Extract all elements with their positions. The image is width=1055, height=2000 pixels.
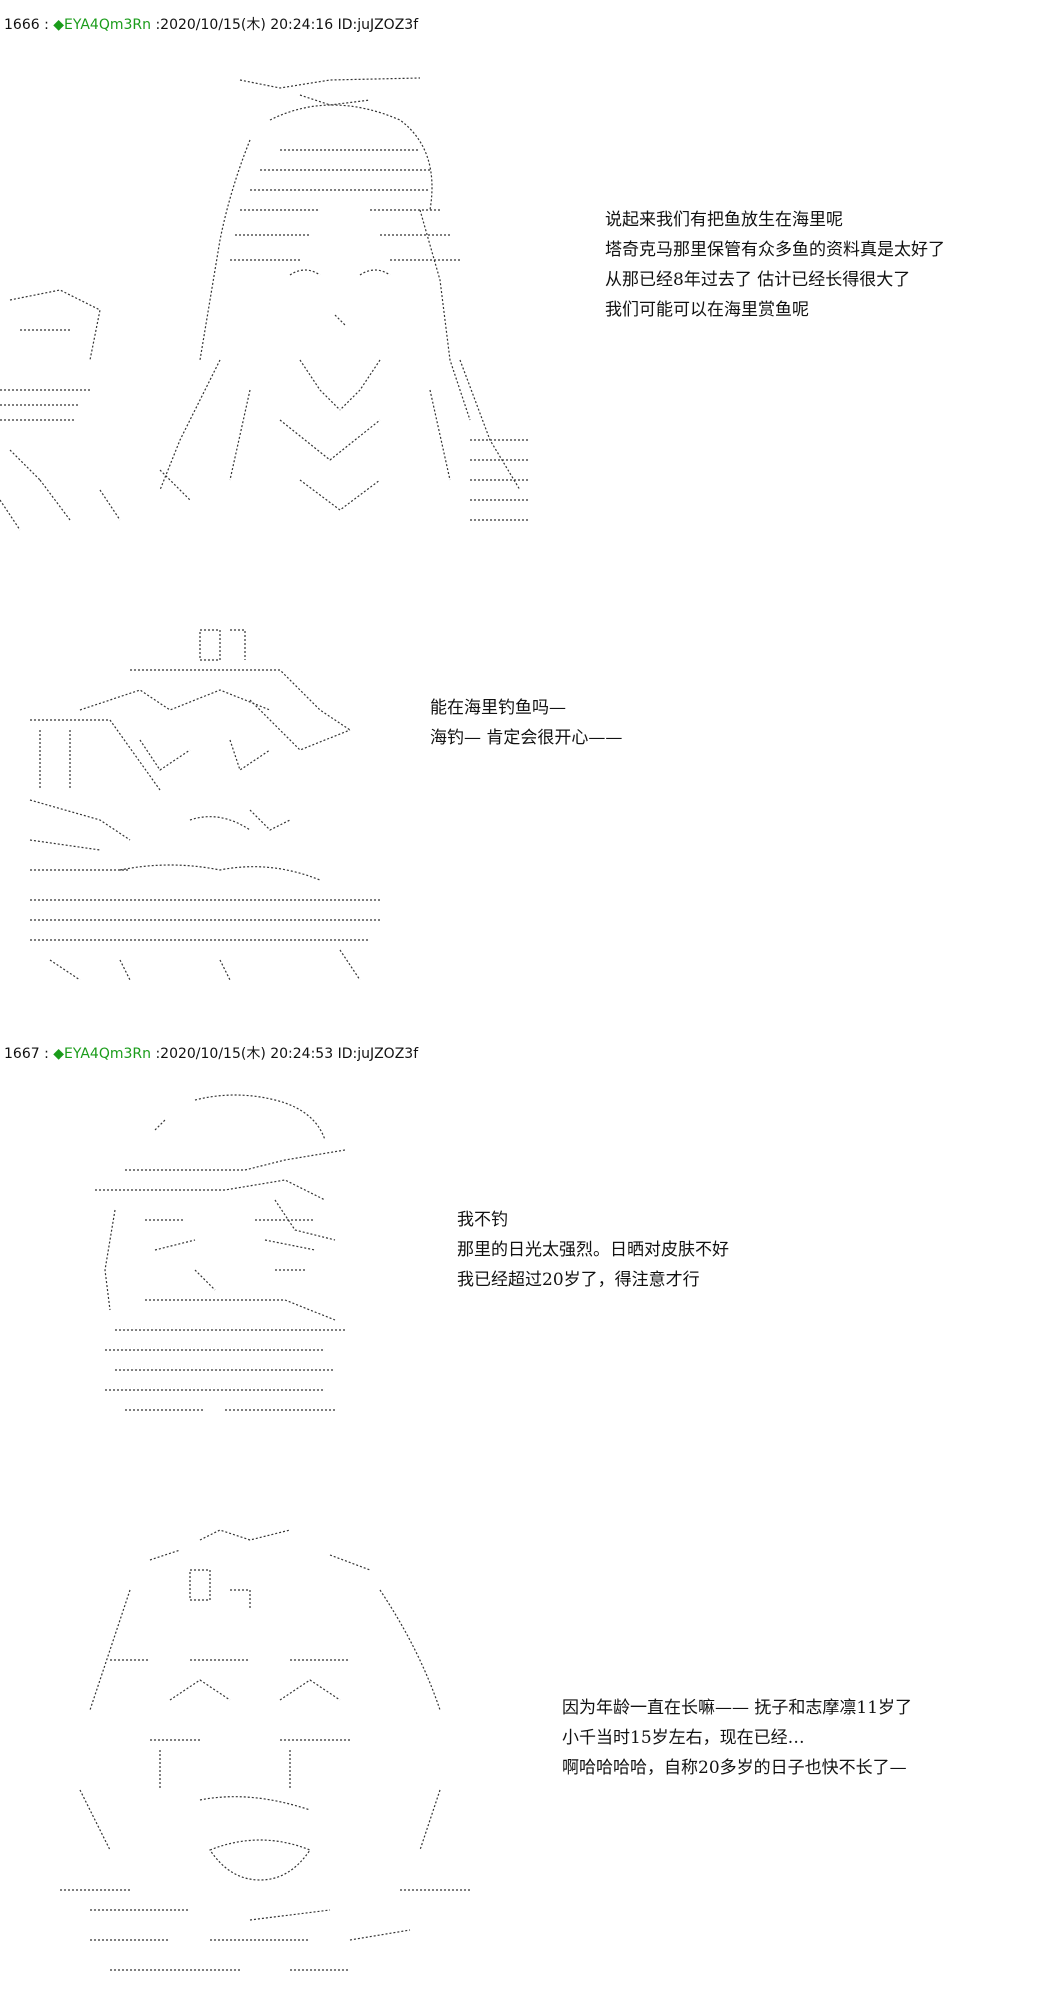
dialog-line: 啊哈哈哈哈，自称20多岁的日子也快不长了— <box>562 1758 907 1778</box>
ascii-art-girl-with-cap <box>85 1090 365 1430</box>
dialog-line: 我们可能可以在海里赏鱼呢 <box>605 300 809 320</box>
dialog-1667-b: 因为年龄一直在长嘛—— 抚子和志摩凛11岁了 小千当时15岁左右，现在已经… 啊… <box>562 1693 912 1783</box>
dialog-line: 海钓— 肯定会很开心—— <box>430 728 623 748</box>
dialog-line: 说起来我们有把鱼放生在海里呢 <box>605 210 843 230</box>
dialog-line: 因为年龄一直在长嘛—— 抚子和志摩凛11岁了 <box>562 1698 913 1718</box>
post-number: 1666 <box>4 17 40 33</box>
ascii-art-girl-laughing <box>50 1510 490 1980</box>
dialog-1666-b: 能在海里钓鱼吗— 海钓— 肯定会很开心—— <box>430 693 622 753</box>
dialog-line: 从那已经8年过去了 估计已经长得很大了 <box>605 270 911 290</box>
poster-trip[interactable]: ◆EYA4Qm3Rn <box>53 1046 151 1062</box>
post-separator: : <box>44 1046 49 1062</box>
ascii-art-girl-with-hat <box>20 620 390 980</box>
post-header-1667: 1667 : ◆EYA4Qm3Rn :2020/10/15(木) 20:24:5… <box>4 1043 418 1063</box>
ascii-art-girl-praying <box>0 60 540 540</box>
dialog-line: 能在海里钓鱼吗— <box>430 698 566 718</box>
dialog-1667-a: 我不钓 那里的日光太强烈。日晒对皮肤不好 我已经超过20岁了，得注意才行 <box>457 1205 729 1295</box>
post-header-1666: 1666 : ◆EYA4Qm3Rn :2020/10/15(木) 20:24:1… <box>4 14 418 34</box>
poster-id[interactable]: ID:juJZOZ3f <box>337 17 419 33</box>
poster-trip[interactable]: ◆EYA4Qm3Rn <box>53 17 151 33</box>
dialog-line: 我不钓 <box>457 1210 508 1230</box>
post-separator: : <box>44 17 49 33</box>
dialog-line: 我已经超过20岁了，得注意才行 <box>457 1270 700 1290</box>
dialog-line: 那里的日光太强烈。日晒对皮肤不好 <box>457 1240 729 1260</box>
dialog-line: 塔奇克马那里保管有众多鱼的资料真是太好了 <box>605 240 945 260</box>
dialog-1666-a: 说起来我们有把鱼放生在海里呢 塔奇克马那里保管有众多鱼的资料真是太好了 从那已经… <box>605 205 945 325</box>
post-datetime: :2020/10/15(木) 20:24:53 <box>155 1046 334 1062</box>
post-datetime: :2020/10/15(木) 20:24:16 <box>155 17 334 33</box>
poster-id[interactable]: ID:juJZOZ3f <box>337 1046 419 1062</box>
dialog-line: 小千当时15岁左右，现在已经… <box>562 1728 805 1748</box>
post-number: 1667 <box>4 1046 40 1062</box>
